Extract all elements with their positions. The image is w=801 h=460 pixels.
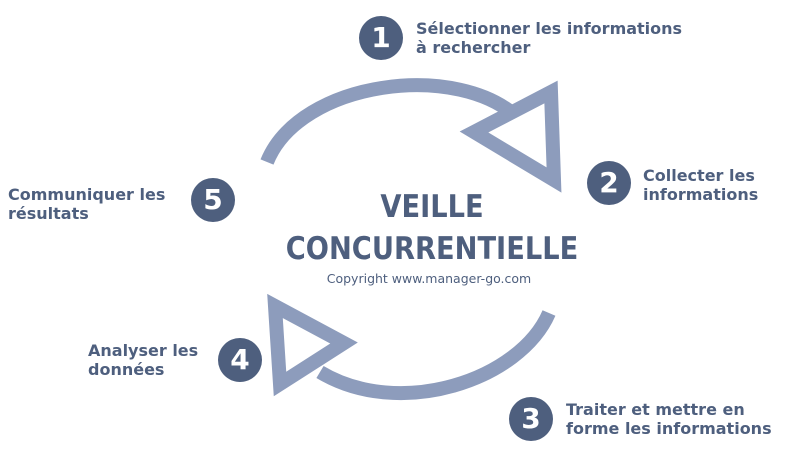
bottom-arc [316,309,556,400]
title-line-1: VEILLE [380,189,484,225]
step-5-label-line-2: résultats [8,204,89,223]
step-5-label: Communiquer les résultats [8,185,165,223]
step-5-badge: 5 [191,178,235,222]
copyright-text: Copyright www.manager-go.com [326,271,532,286]
step-1-label-line-1: Sélectionner les informations [416,19,683,38]
step-3-label: Traiter et mettre en forme les informati… [566,400,772,438]
step-3-label-line-1: Traiter et mettre en [566,400,745,419]
step-1-label-line-2: à rechercher [416,38,531,57]
top-arc [260,78,525,165]
step-4-label-line-1: Analyser les [88,341,199,360]
step-1-label: Sélectionner les informations à recherch… [416,19,682,57]
step-2-label: Collecter les informations [643,166,758,204]
step-1-badge: 1 [359,16,403,60]
title-line-2: CONCURRENTIELLE [285,231,579,267]
diagram-title: VEILLE CONCURRENTIELLE [256,186,608,270]
step-3-label-line-2: forme les informations [566,419,772,438]
step-2-label-line-2: informations [643,185,759,204]
step-3-badge: 3 [509,397,553,441]
step-5-label-line-1: Communiquer les [8,185,166,204]
step-2-badge: 2 [587,161,631,205]
step-4-label-line-2: données [88,360,165,379]
step-4-badge: 4 [218,338,262,382]
bottom-arrowhead [267,293,358,397]
top-arrowhead [459,80,562,193]
step-2-label-line-1: Collecter les [643,166,755,185]
step-4-label: Analyser les données [88,341,198,379]
